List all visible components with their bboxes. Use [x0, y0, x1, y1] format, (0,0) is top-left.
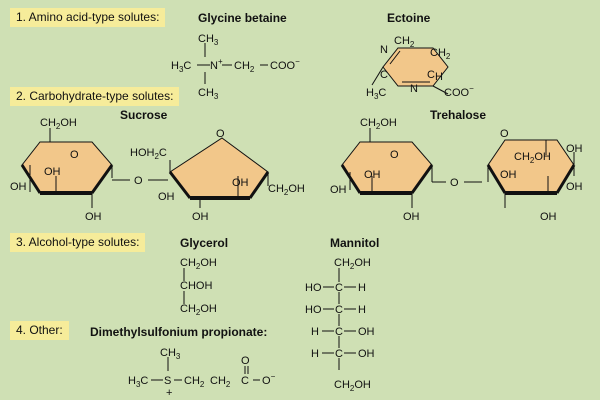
- mannitol-labels: CH2OH HO C H HO C H H C OH H C OH CH2OH: [305, 257, 375, 393]
- ect-c-right: C: [427, 69, 435, 81]
- man-ho-2: HO: [305, 304, 322, 316]
- suc-oh-6: OH: [158, 191, 175, 203]
- gly-choh: CHOH: [180, 280, 212, 292]
- man-ch2oh-bottom: CH2OH: [334, 379, 371, 393]
- man-h-2: H: [358, 304, 366, 316]
- suc-ch2oh: CH2OH: [40, 117, 77, 131]
- tre-ch2oh-2: CH2OH: [514, 151, 551, 165]
- glycine-betaine-labels: CH3 H3C N+ CH2 COO− CH3: [171, 33, 300, 101]
- ect-n-bottom: N: [410, 83, 418, 95]
- tre-o-link: O: [450, 177, 459, 189]
- tre-o-ring2: O: [500, 128, 509, 140]
- dmsp-ch2-1: CH2: [184, 375, 205, 389]
- ectoine-title: Ectoine: [387, 11, 431, 25]
- tre-o-ring1: O: [390, 149, 399, 161]
- suc-oh-2: OH: [10, 181, 27, 193]
- dmsp-o-double: O: [241, 355, 250, 367]
- tre-oh-7: OH: [540, 211, 557, 223]
- dmsp-ch3: CH3: [160, 347, 181, 361]
- mannitol-structure: [322, 268, 356, 370]
- gly-ch2oh-top: CH2OH: [180, 257, 217, 271]
- man-h-1: H: [358, 282, 366, 294]
- dmsp-ch2-2: CH2: [210, 375, 231, 389]
- suc-o-link: O: [134, 175, 143, 187]
- glycerol-labels: CH2OH CHOH CH2OH: [180, 257, 217, 317]
- gb-ch3-top: CH3: [198, 33, 219, 47]
- man-oh-3: OH: [358, 326, 375, 338]
- category-carbohydrate: 2. Carbohydrate-type solutes:: [10, 87, 180, 106]
- gly-ch2oh-bottom: CH2OH: [180, 303, 217, 317]
- trehalose-ring-left: [340, 128, 482, 208]
- suc-o-ring1: O: [70, 149, 79, 161]
- suc-oh-3: OH: [85, 211, 102, 223]
- gb-n-plus: N+: [210, 57, 223, 72]
- tre-oh-1: OH: [364, 169, 381, 181]
- dmsp-title: Dimethylsulfonium propionate:: [90, 325, 268, 339]
- gb-ch2: CH2: [234, 60, 255, 74]
- gb-h3c: H3C: [171, 60, 191, 74]
- glycine-betaine-title: Glycine betaine: [198, 11, 287, 25]
- dmsp-h3c: H3C: [128, 375, 148, 389]
- category-amino-acid: 1. Amino acid-type solutes:: [10, 8, 166, 27]
- man-c-1: C: [335, 282, 343, 294]
- man-h-3: H: [311, 326, 319, 338]
- tre-oh-5: OH: [500, 169, 517, 181]
- dmsp-c: C: [241, 375, 249, 387]
- man-ch2oh-top: CH2OH: [334, 257, 371, 271]
- suc-hoh2c: HOH2C: [130, 147, 167, 161]
- man-c-2: C: [335, 304, 343, 316]
- glycerol-title: Glycerol: [180, 236, 229, 250]
- tre-oh-2: OH: [330, 184, 347, 196]
- trehalose-ring-right: [486, 139, 576, 208]
- trehalose-labels: CH2OH O OH OH OH O O CH2OH OH OH OH OH: [330, 117, 583, 223]
- ectoine-structure: [371, 47, 449, 95]
- tre-oh-6: OH: [566, 181, 583, 193]
- category-alcohol: 3. Alcohol-type solutes:: [10, 233, 146, 252]
- dmsp-structure: [151, 357, 260, 381]
- tre-ch2oh-1: CH2OH: [360, 117, 397, 131]
- tre-oh-3: OH: [403, 211, 420, 223]
- tre-oh-4: OH: [566, 143, 583, 155]
- ect-coo: COO−: [444, 84, 474, 99]
- sucrose-title: Sucrose: [120, 108, 168, 122]
- dmsp-o-minus: O−: [262, 372, 276, 387]
- sucrose-fructose-ring: [168, 137, 270, 208]
- man-h-4: H: [311, 348, 319, 360]
- category-other: 4. Other:: [10, 321, 69, 340]
- ect-h3c: H3C: [366, 87, 386, 101]
- mannitol-title: Mannitol: [330, 236, 380, 250]
- man-c-4: C: [335, 348, 343, 360]
- suc-ch2oh-2: CH2OH: [268, 183, 305, 197]
- ect-ch2-2: CH2: [430, 47, 451, 61]
- gb-ch3-bottom: CH3: [198, 87, 219, 101]
- dmsp-plus: +: [166, 387, 172, 399]
- suc-oh-4: OH: [232, 177, 249, 189]
- ect-ch2-1: CH2: [394, 35, 415, 49]
- gb-coo: COO−: [270, 57, 300, 72]
- glycine-betaine-structure: [197, 43, 268, 84]
- dmsp-labels: CH3 H3C S + CH2 CH2 C O O−: [128, 347, 276, 399]
- ect-h: H: [435, 71, 443, 83]
- suc-o-ring2: O: [216, 128, 225, 140]
- sucrose-glucose-ring: [20, 128, 168, 208]
- man-c-3: C: [335, 326, 343, 338]
- ectoine-labels: N CH2 CH2 C C N H3C COO− H: [366, 35, 474, 101]
- suc-oh-5: OH: [192, 211, 209, 223]
- man-ho-1: HO: [305, 282, 322, 294]
- trehalose-title: Trehalose: [430, 108, 487, 122]
- ect-n-top: N: [380, 44, 388, 56]
- ect-c-left: C: [380, 69, 388, 81]
- man-oh-4: OH: [358, 348, 375, 360]
- suc-oh-1: OH: [44, 166, 61, 178]
- sucrose-labels: CH2OH O OH OH OH O HOH2C O OH OH CH2OH O…: [10, 117, 305, 223]
- dmsp-s: S: [164, 375, 171, 387]
